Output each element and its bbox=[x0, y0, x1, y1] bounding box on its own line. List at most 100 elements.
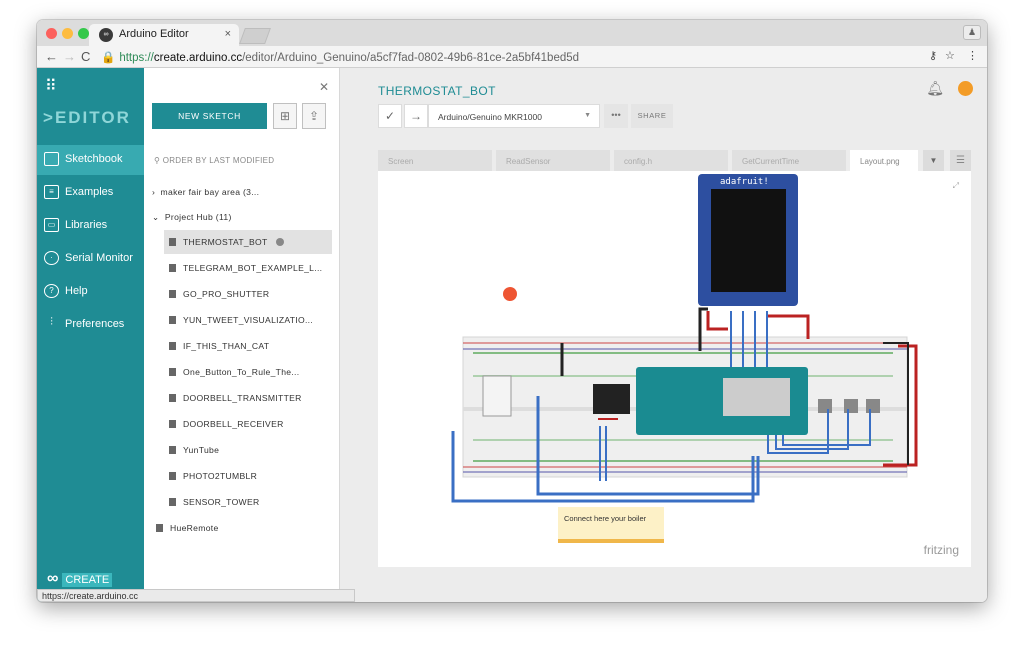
sketch-label: GO_PRO_SHUTTER bbox=[183, 289, 270, 299]
options-chevron-icon[interactable] bbox=[276, 238, 285, 246]
minimize-window-button[interactable] bbox=[62, 28, 73, 39]
create-label: CREATE bbox=[62, 573, 113, 587]
new-tab-button[interactable] bbox=[239, 28, 271, 44]
sketch-item[interactable]: DOORBELL_TRANSMITTER bbox=[169, 386, 329, 410]
sketch-item[interactable]: One_Button_To_Rule_The... bbox=[169, 360, 329, 384]
tab-getcurrenttime[interactable]: GetCurrentTime bbox=[732, 150, 846, 171]
sketch-item[interactable]: YunTube bbox=[169, 438, 329, 462]
file-icon bbox=[169, 290, 176, 298]
sketch-label: TELEGRAM_BOT_EXAMPLE_L... bbox=[183, 263, 323, 273]
tab-title: Arduino Editor bbox=[119, 28, 189, 40]
bookmark-star-icon[interactable]: ☆ bbox=[945, 50, 955, 62]
tab-close-icon[interactable]: × bbox=[224, 28, 231, 40]
sketch-label: HueRemote bbox=[170, 523, 219, 533]
key-icon[interactable]: ⚷ bbox=[929, 50, 938, 62]
sketch-item[interactable]: DOORBELL_RECEIVER bbox=[169, 412, 329, 436]
sketch-label: SENSOR_TOWER bbox=[183, 497, 260, 507]
tab-readsensor[interactable]: ReadSensor bbox=[496, 150, 610, 171]
file-icon bbox=[169, 264, 176, 272]
address-bar: ← → C 🔒https://create.arduino.cc/editor/… bbox=[37, 46, 987, 68]
sidebar-item-examples[interactable]: ≡ Examples bbox=[37, 178, 144, 208]
sketch-item[interactable]: IF_THIS_THAN_CAT bbox=[169, 334, 329, 358]
file-icon bbox=[169, 446, 176, 454]
sidebar-item-label: Preferences bbox=[65, 318, 125, 330]
sidebar-item-preferences[interactable]: ⫶ Preferences bbox=[37, 310, 144, 340]
folder-label: Project Hub (11) bbox=[164, 212, 232, 222]
file-icon bbox=[169, 342, 176, 350]
sketch-item[interactable]: TELEGRAM_BOT_EXAMPLE_L... bbox=[169, 256, 329, 280]
sidebar-item-label: Sketchbook bbox=[65, 153, 123, 165]
forward-icon[interactable]: → bbox=[63, 49, 76, 64]
fritzing-diagram: adafruit! bbox=[451, 174, 918, 543]
sketch-label: DOORBELL_RECEIVER bbox=[183, 419, 284, 429]
sidebar-item-libraries[interactable]: ▭ Libraries bbox=[37, 211, 144, 241]
note-text: Connect here your boiler bbox=[564, 514, 647, 523]
sketch-item[interactable]: GO_PRO_SHUTTER bbox=[169, 282, 329, 306]
file-icon bbox=[169, 316, 176, 324]
folder-item[interactable]: ⌄ Project Hub (11) bbox=[152, 205, 332, 229]
caret-down-icon: ▼ bbox=[584, 112, 591, 119]
sidebar-item-sketchbook[interactable]: Sketchbook bbox=[37, 145, 144, 175]
back-icon[interactable]: ← bbox=[45, 49, 58, 64]
sketch-item[interactable]: SENSOR_TOWER bbox=[169, 490, 329, 514]
tab-config-h[interactable]: config.h bbox=[614, 150, 728, 171]
sketch-label: One_Button_To_Rule_The... bbox=[183, 367, 300, 377]
sketch-item[interactable]: YUN_TWEET_VISUALIZATIO... bbox=[169, 308, 329, 332]
url-host: create.arduino.cc bbox=[153, 52, 243, 64]
order-label: ORDER BY LAST MODIFIED bbox=[162, 156, 275, 165]
list-icon: ≡ bbox=[44, 185, 59, 199]
tab-strip: ∞ Arduino Editor × ♟ bbox=[37, 20, 987, 46]
order-dropdown[interactable]: ⚲ ORDER BY LAST MODIFIED bbox=[154, 156, 274, 165]
verify-button[interactable]: ✓ bbox=[378, 104, 402, 128]
file-icon bbox=[169, 498, 176, 506]
upload-button[interactable]: → bbox=[404, 104, 428, 128]
sketch-item[interactable]: PHOTO2TUMBLR bbox=[169, 464, 329, 488]
new-sketch-button[interactable]: NEW SKETCH bbox=[152, 103, 267, 129]
chevron-down-icon: ⌄ bbox=[152, 212, 165, 222]
tab-screen[interactable]: Screen bbox=[378, 150, 492, 171]
sketch-item[interactable]: HueRemote bbox=[156, 516, 326, 540]
close-window-button[interactable] bbox=[46, 28, 57, 39]
tabs-list-button[interactable]: ☰ bbox=[950, 150, 971, 171]
url-scheme: https:// bbox=[119, 52, 154, 64]
sketch-item-selected[interactable]: THERMOSTAT_BOT bbox=[164, 230, 332, 254]
menu-dots-icon[interactable]: ⋮ bbox=[967, 50, 978, 62]
magnifier-icon: · bbox=[44, 251, 59, 265]
expand-icon[interactable]: ⤢ bbox=[952, 181, 959, 190]
url-field[interactable]: 🔒https://create.arduino.cc/editor/Arduin… bbox=[101, 48, 961, 65]
more-options-button[interactable]: ••• bbox=[604, 104, 628, 128]
sketch-label: IF_THIS_THAN_CAT bbox=[183, 341, 270, 351]
avatar[interactable] bbox=[958, 81, 973, 96]
tabs-dropdown-button[interactable]: ▼ bbox=[923, 150, 944, 171]
lock-icon: 🔒 bbox=[101, 52, 116, 64]
zoom-window-button[interactable] bbox=[78, 28, 89, 39]
share-button[interactable]: SHARE bbox=[631, 104, 673, 128]
new-folder-icon[interactable]: ⊞ bbox=[273, 103, 297, 129]
close-panel-icon[interactable]: ✕ bbox=[318, 80, 329, 94]
reload-icon[interactable]: C bbox=[81, 49, 91, 64]
board-label: Arduino/Genuino MKR1000 bbox=[438, 112, 542, 122]
folder-icon bbox=[44, 152, 59, 166]
sidebar-item-serial-monitor[interactable]: · Serial Monitor bbox=[37, 244, 144, 274]
layout-image: ⤢ bbox=[378, 171, 971, 567]
profile-icon[interactable]: ♟ bbox=[963, 25, 981, 40]
folder-item[interactable]: › maker fair bay area (3... bbox=[152, 180, 332, 204]
sketchbook-panel: ✕ NEW SKETCH ⊞ ⇪ ⚲ ORDER BY LAST MODIFIE… bbox=[144, 68, 340, 602]
main-area: THERMOSTAT_BOT 🔔︎ ✓ → Arduino/Genuino MK… bbox=[340, 68, 987, 602]
tab-layout-png[interactable]: Layout.png bbox=[850, 150, 918, 171]
bell-icon[interactable]: 🔔︎ bbox=[926, 80, 944, 96]
editor-logo-text: EDITOR bbox=[54, 108, 131, 127]
search-icon: ⚲ bbox=[154, 156, 161, 165]
temp-sensor bbox=[482, 375, 512, 417]
browser-tab[interactable]: ∞ Arduino Editor × bbox=[89, 24, 239, 46]
apps-grid-icon[interactable]: ⠿ bbox=[45, 78, 57, 95]
sidebar-item-label: Examples bbox=[65, 186, 114, 198]
sketch-label: DOORBELL_TRANSMITTER bbox=[183, 393, 302, 403]
file-icon bbox=[156, 524, 163, 532]
sidebar-item-help[interactable]: ? Help bbox=[37, 277, 144, 307]
file-icon bbox=[169, 368, 176, 376]
board-select[interactable]: Arduino/Genuino MKR1000 ▼ bbox=[428, 104, 600, 128]
editor-logo: >EDITOR bbox=[43, 108, 131, 127]
upload-icon[interactable]: ⇪ bbox=[302, 103, 326, 129]
arduino-favicon-icon: ∞ bbox=[99, 28, 113, 42]
